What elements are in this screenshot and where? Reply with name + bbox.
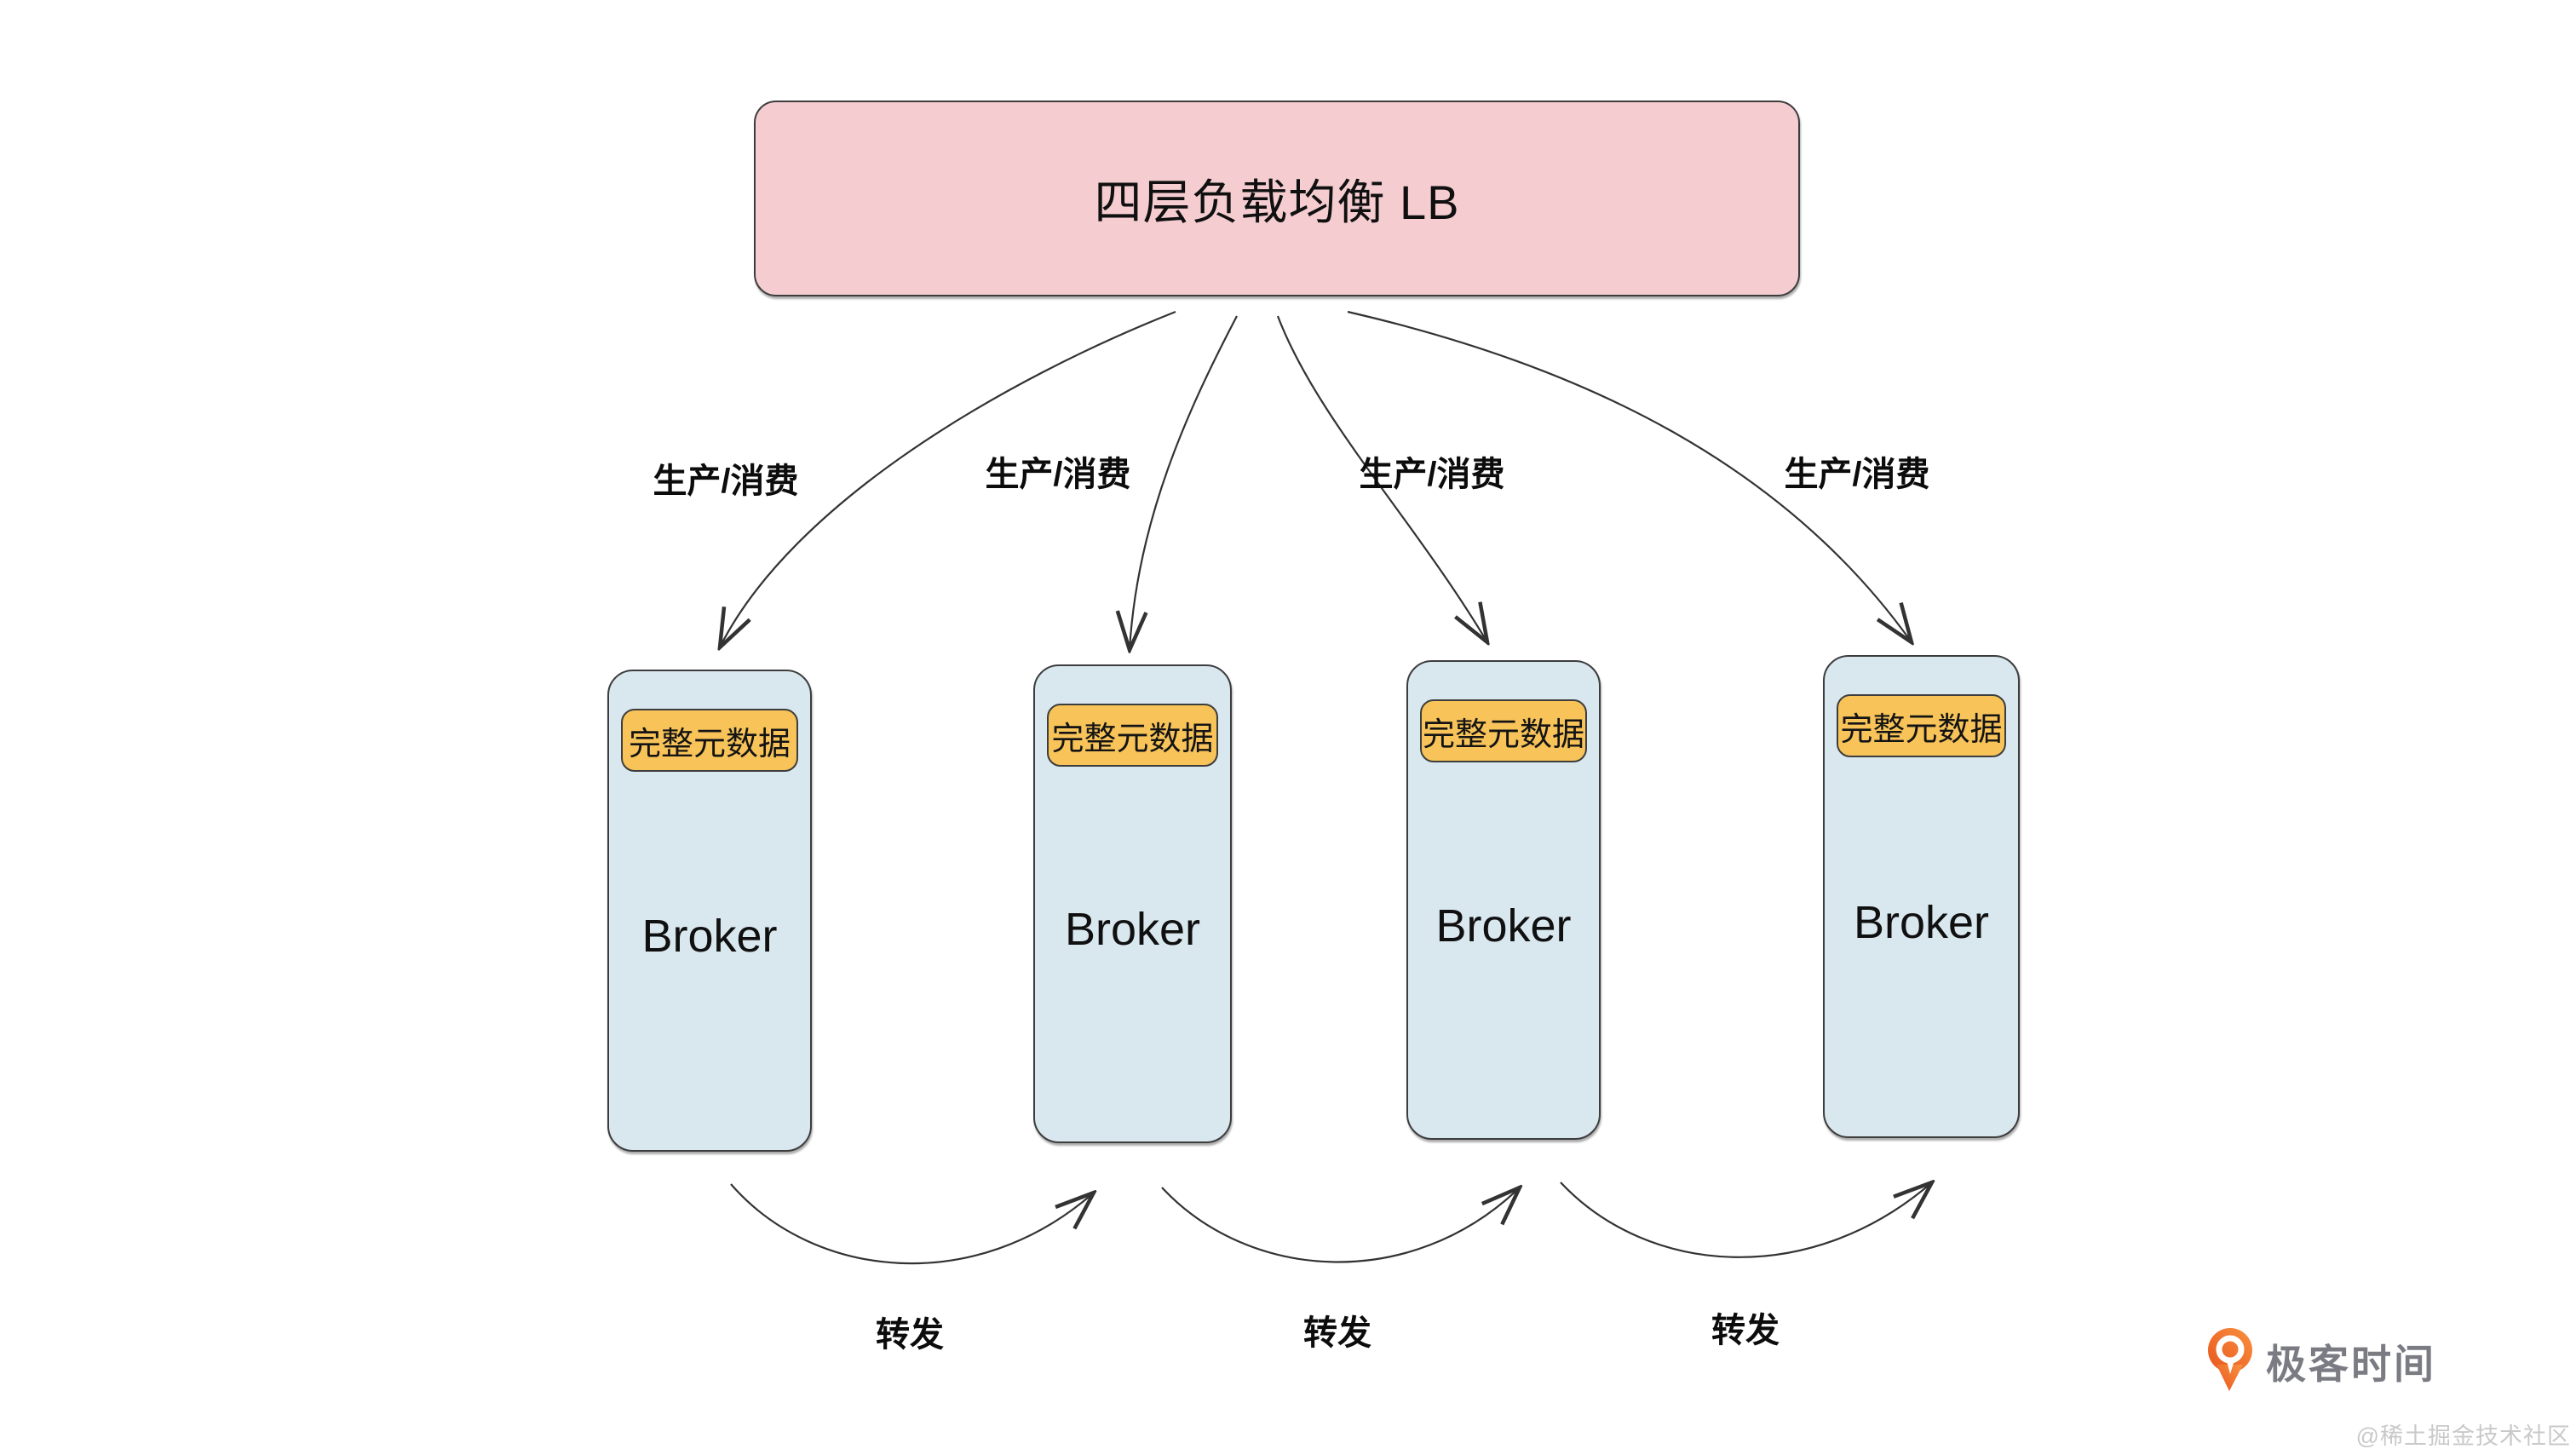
edge-label-forward-1: 转发 xyxy=(876,1316,944,1354)
geektime-logo-text: 极客时间 xyxy=(2266,1341,2436,1387)
arrow-lb-to-broker-4 xyxy=(1347,310,1912,642)
broker-node-3: 完整元数据 Broker xyxy=(1406,660,1601,1140)
edge-label-produce-consume-1: 生产/消费 xyxy=(653,463,799,500)
edge-label-produce-consume-3: 生产/消费 xyxy=(1359,456,1505,493)
edge-label-produce-consume-4: 生产/消费 xyxy=(1784,456,1930,493)
broker-node-2: 完整元数据 Broker xyxy=(1033,664,1232,1143)
arrow-forward-broker3-broker4 xyxy=(1560,1182,1932,1258)
geektime-logo-icon xyxy=(2208,1328,2252,1391)
broker-node-4: 完整元数据 Broker xyxy=(1823,655,2020,1138)
broker-name: Broker xyxy=(1853,896,1990,948)
geektime-branding: 极客时间 xyxy=(2206,1327,2436,1394)
broker-name: Broker xyxy=(641,911,778,962)
arrow-lb-to-broker-1 xyxy=(720,310,1176,647)
broker-name: Broker xyxy=(1435,900,1572,952)
arrow-lb-to-broker-2 xyxy=(1130,315,1238,650)
load-balancer-label: 四层负载均衡 LB xyxy=(1094,175,1460,229)
metadata-badge: 完整元数据 xyxy=(1047,704,1218,767)
watermark-text: @稀土掘金技术社区 xyxy=(2355,1423,2571,1449)
broker-name: Broker xyxy=(1064,904,1201,955)
metadata-badge: 完整元数据 xyxy=(1420,699,1587,762)
arrow-lb-to-broker-3 xyxy=(1276,315,1487,642)
arrow-forward-broker1-broker2 xyxy=(730,1183,1094,1265)
metadata-badge: 完整元数据 xyxy=(621,709,798,772)
arrow-forward-broker2-broker3 xyxy=(1161,1187,1520,1263)
edge-label-forward-3: 转发 xyxy=(1711,1312,1780,1349)
load-balancer-node: 四层负载均衡 LB xyxy=(754,101,1800,296)
edge-label-produce-consume-2: 生产/消费 xyxy=(985,456,1131,493)
edge-label-forward-2: 转发 xyxy=(1303,1314,1371,1352)
broker-node-1: 完整元数据 Broker xyxy=(607,670,812,1152)
metadata-badge: 完整元数据 xyxy=(1837,694,2006,757)
